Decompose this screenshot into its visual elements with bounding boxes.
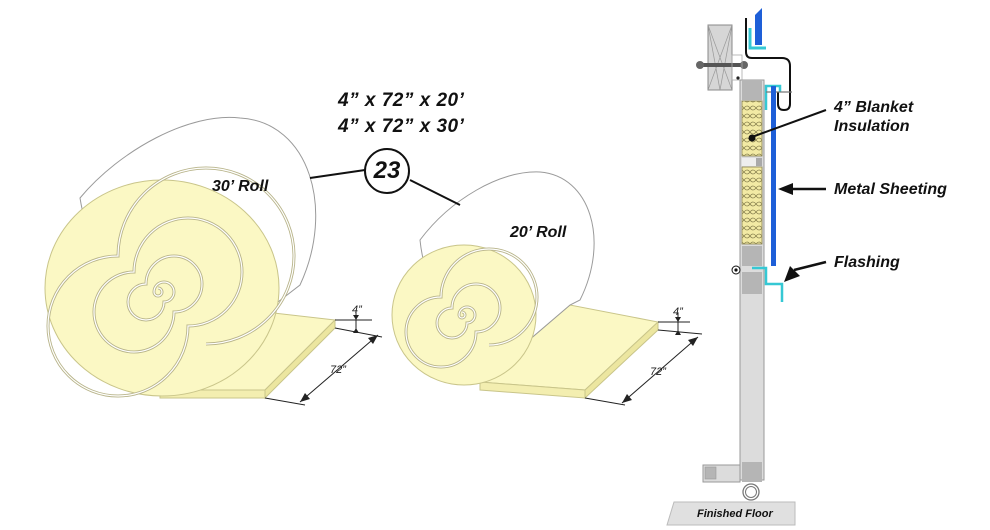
callout-flashing: Flashing xyxy=(834,254,900,271)
roll-20ft-label: 20’ Roll xyxy=(510,224,567,241)
roll-30ft-label: 30’ Roll xyxy=(212,178,269,195)
callout-blanket-insulation: 4” Blanket Insulation xyxy=(834,98,913,136)
callout-line1: 4” Blanket xyxy=(834,99,914,116)
roll-20ft-thickness: 4” xyxy=(673,306,683,318)
insulation-block-lower xyxy=(741,166,763,245)
leader-20ft xyxy=(409,179,461,206)
roll-20ft-width: 72” xyxy=(650,366,666,378)
spec-20ft: 4” x 72” x 20’ xyxy=(338,90,465,111)
wall-section xyxy=(666,8,796,526)
spec-30ft: 4” x 72” x 30’ xyxy=(338,116,465,137)
roll-30ft-thickness: 4” xyxy=(352,304,362,316)
callout-metal-sheeting: Metal Sheeting xyxy=(834,181,947,198)
flashing xyxy=(752,266,784,302)
finished-floor-label: Finished Floor xyxy=(697,508,773,520)
metal-sheeting xyxy=(771,86,776,266)
callout-line2: Insulation xyxy=(834,118,910,135)
finished-floor xyxy=(666,501,796,526)
part-number-badge: 23 xyxy=(364,148,410,194)
part-number: 23 xyxy=(373,157,401,184)
leader-30ft xyxy=(309,169,366,179)
roll-20ft xyxy=(391,171,703,406)
insulation-block-upper xyxy=(741,100,763,157)
roll-end xyxy=(44,179,280,397)
roll-30ft xyxy=(44,116,383,406)
roll-30ft-width: 72” xyxy=(330,364,346,376)
